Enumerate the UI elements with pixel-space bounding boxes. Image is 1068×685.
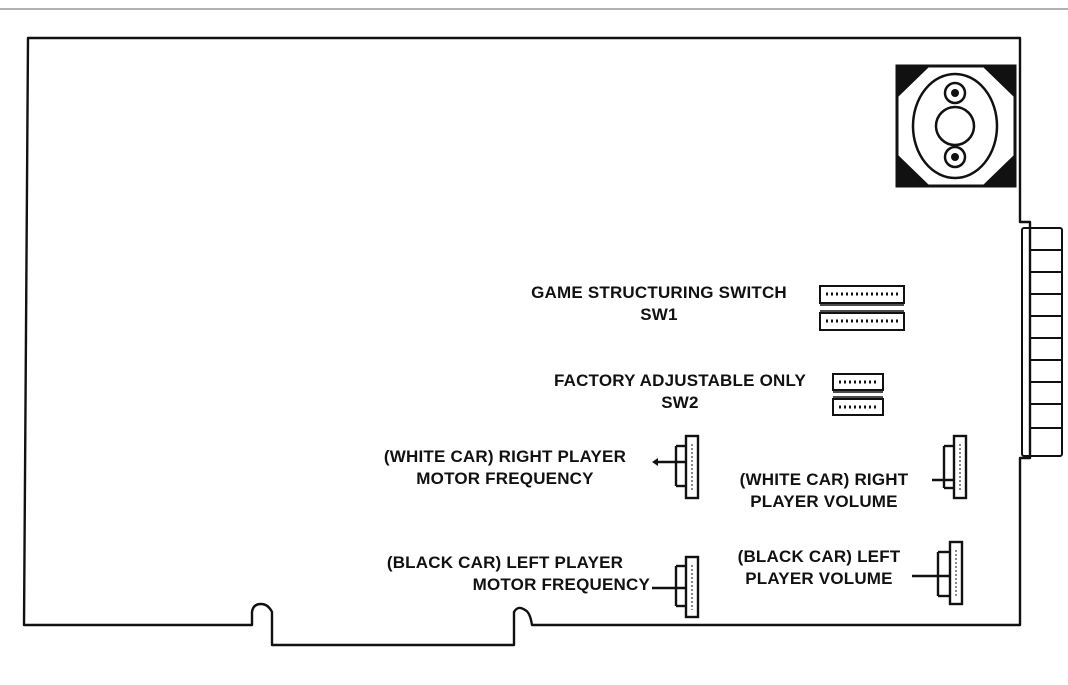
game-switch-label: GAME STRUCTURING SWITCH SW1 xyxy=(500,282,818,326)
white-volume-label-line1: (WHITE CAR) RIGHT xyxy=(739,470,909,489)
white-motor-label-line2: MOTOR FREQUENCY xyxy=(416,469,594,488)
black-motor-label-line1: (BLACK CAR) LEFT PLAYER xyxy=(386,553,624,572)
black-volume-label-line2: PLAYER VOLUME xyxy=(745,569,893,588)
white-motor-trimpot xyxy=(652,434,700,500)
factory-switch-label-line2: SW2 xyxy=(661,393,699,412)
sw1-dip-switch xyxy=(819,285,905,331)
white-volume-label-line2: PLAYER VOLUME xyxy=(750,492,898,511)
factory-switch-label: FACTORY ADJUSTABLE ONLY SW2 xyxy=(530,370,830,414)
board-outline xyxy=(22,36,1032,647)
black-motor-label-line2: MOTOR FREQUENCY xyxy=(472,575,650,594)
black-volume-label-line1: (BLACK CAR) LEFT xyxy=(737,547,901,566)
game-switch-label-line2: SW1 xyxy=(640,305,678,324)
mounting-bracket xyxy=(895,64,1017,188)
white-motor-label: (WHITE CAR) RIGHT PLAYER MOTOR FREQUENCY xyxy=(355,446,655,490)
black-volume-label: (BLACK CAR) LEFT PLAYER VOLUME xyxy=(724,546,914,590)
sw2-dip-switch xyxy=(832,373,884,416)
white-motor-label-line1: (WHITE CAR) RIGHT PLAYER xyxy=(383,447,627,466)
white-volume-label: (WHITE CAR) RIGHT PLAYER VOLUME xyxy=(718,469,930,513)
black-motor-label: (BLACK CAR) LEFT PLAYER MOTOR FREQUENCY xyxy=(360,552,650,596)
game-switch-label-line1: GAME STRUCTURING SWITCH xyxy=(531,283,787,302)
black-volume-trimpot xyxy=(912,540,964,606)
edge-connector xyxy=(1021,227,1063,457)
black-motor-trimpot xyxy=(652,555,700,619)
factory-switch-label-line1: FACTORY ADJUSTABLE ONLY xyxy=(553,371,807,390)
white-volume-trimpot xyxy=(932,434,968,500)
